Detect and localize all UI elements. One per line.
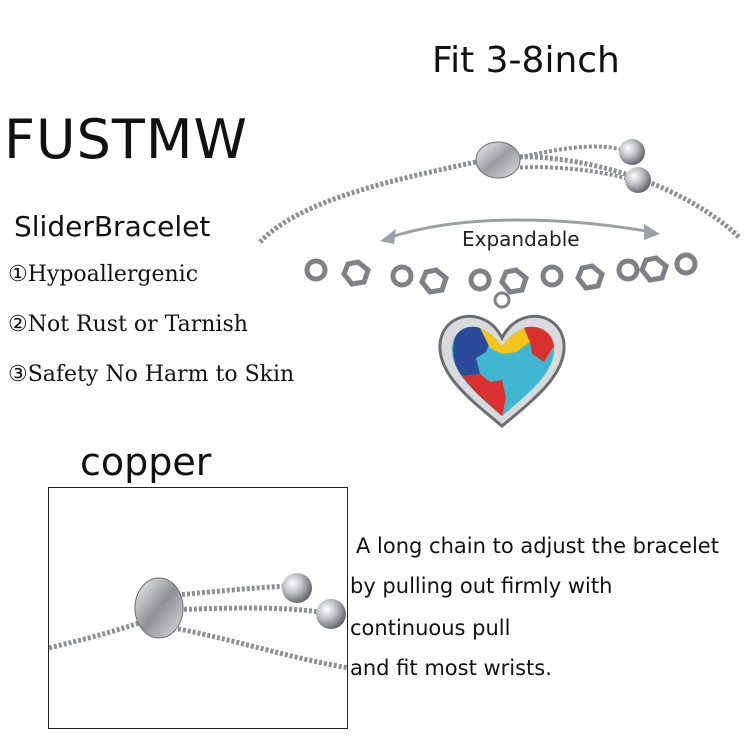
- bracelet-image: Expandable: [258, 139, 742, 428]
- slider-closeup-box: [48, 487, 348, 729]
- expandable-label: Expandable: [462, 227, 580, 251]
- feature-safety: ③Safety No Harm to Skin: [8, 362, 295, 387]
- fit-size-label: Fit 3-8inch: [432, 40, 620, 81]
- brand-name: FUSTMW: [4, 108, 248, 171]
- feature-hypoallergenic: ①Hypoallergenic: [8, 262, 199, 287]
- slider-closeup-image: [49, 573, 347, 671]
- puzzle-heart-pendant: [438, 314, 566, 428]
- product-type-label: SliderBracelet: [14, 210, 211, 243]
- material-label: copper: [80, 440, 212, 484]
- description-line-4: and fit most wrists.: [350, 656, 552, 680]
- description-line-2: by pulling out firmly with: [350, 574, 613, 598]
- description-line-3: continuous pull: [350, 616, 511, 640]
- feature-no-rust: ②Not Rust or Tarnish: [8, 312, 248, 337]
- description-line-1: A long chain to adjust the bracelet: [356, 534, 719, 558]
